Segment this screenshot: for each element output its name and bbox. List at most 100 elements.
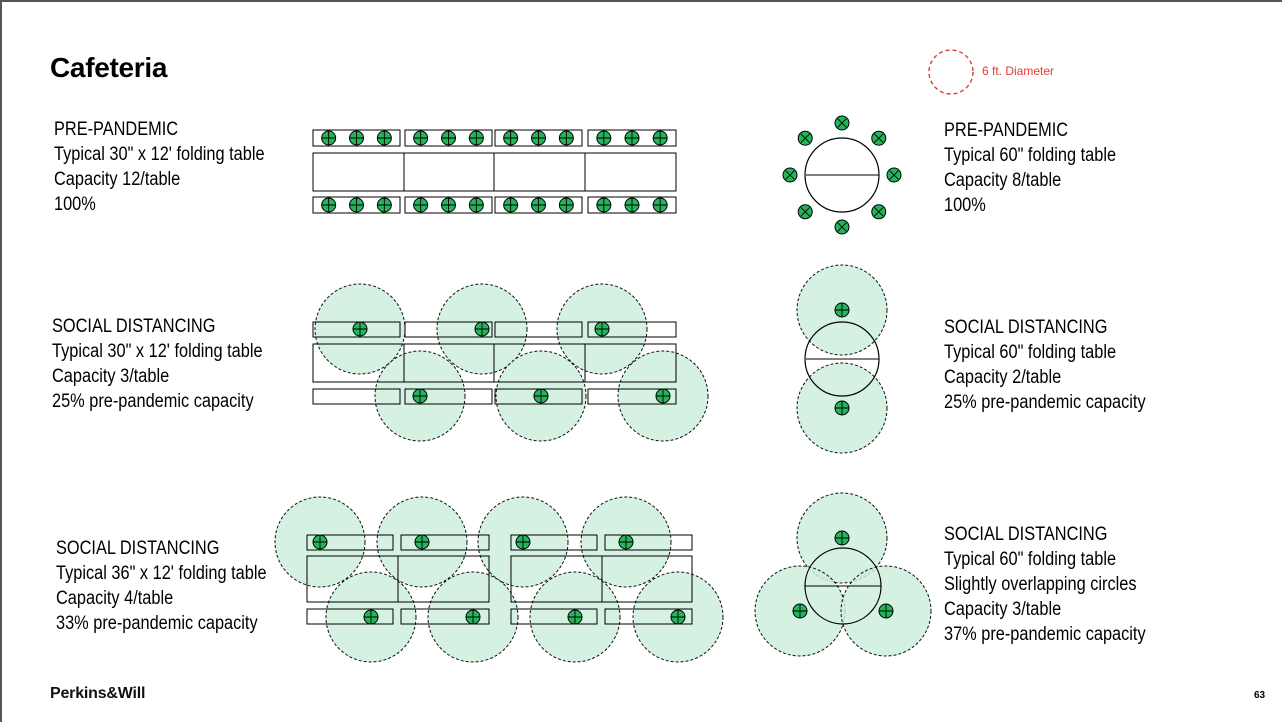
seat-cross (837, 118, 847, 128)
seat-cross (469, 198, 484, 212)
seat-icon (515, 534, 531, 550)
seat-cross (377, 198, 392, 212)
tables-layer (306, 129, 882, 625)
rect-pre-percent: 100% (54, 194, 96, 215)
seat-cross (874, 133, 884, 143)
seat-cross (321, 131, 336, 145)
seat-icon (465, 609, 481, 625)
bench-bottom (312, 196, 401, 214)
round-sd2-heading: SOCIAL DISTANCING (944, 524, 1108, 545)
seat-icon (782, 167, 798, 183)
seat-icon (624, 197, 640, 213)
seat-cross (475, 322, 489, 336)
seat-cross (595, 322, 609, 336)
bench-bottom (306, 608, 394, 625)
seat-cross (835, 531, 849, 545)
seat-icon (834, 115, 850, 131)
bench-top (306, 534, 394, 551)
seat-cross (531, 131, 546, 145)
seat-cross (469, 131, 484, 145)
rect-sd1-heading: SOCIAL DISTANCING (52, 316, 216, 337)
bench-top (404, 321, 493, 338)
seat-icon (567, 609, 583, 625)
seat-cross (653, 198, 668, 212)
seat-cross (879, 604, 893, 618)
page-title: Cafeteria (50, 52, 168, 83)
bench-top (587, 129, 677, 147)
seat-icon (558, 130, 574, 146)
seat-icon (531, 197, 546, 213)
seat-icon (503, 130, 519, 146)
seat-cross (835, 401, 849, 415)
seat-icon (797, 130, 813, 146)
round-pre-table-type: Typical 60" folding table (944, 145, 1117, 166)
seat-icon (652, 197, 668, 213)
bench-top (494, 129, 583, 147)
seat-icon (834, 400, 850, 416)
seat-cross (441, 131, 456, 145)
seat-icon (792, 603, 808, 619)
seat-icon (531, 130, 546, 146)
seat-cross (837, 222, 847, 232)
seats-layer (312, 115, 902, 625)
seat-icon (670, 609, 686, 625)
seat-icon (834, 302, 850, 318)
seat-icon (468, 197, 484, 213)
rect-sd2-heading: SOCIAL DISTANCING (56, 538, 220, 559)
bench-top (312, 321, 401, 338)
seat-cross (619, 535, 633, 549)
seat-icon (349, 197, 364, 213)
seat-icon (413, 197, 429, 213)
bench-bottom (312, 388, 401, 405)
seat-icon (655, 388, 671, 404)
bench-bottom (404, 388, 493, 405)
seat-cross (671, 610, 685, 624)
seat-cross (568, 610, 582, 624)
seat-icon (503, 197, 519, 213)
rect-pre-text: PRE-PANDEMIC Typical 30" x 12' folding t… (54, 117, 265, 217)
seat-icon (533, 388, 549, 404)
seat-cross (364, 610, 378, 624)
seat-icon (376, 130, 392, 146)
round-pre-heading: PRE-PANDEMIC (944, 120, 1069, 141)
bench-top (510, 534, 598, 551)
bench-top (587, 321, 677, 338)
rect-sd2-text: SOCIAL DISTANCING Typical 36" x 12' fold… (56, 536, 267, 636)
page-number: 63 (1254, 690, 1266, 701)
rect-sd2-table-type: Typical 36" x 12' folding table (56, 563, 267, 584)
seat-icon (352, 321, 368, 337)
round-sd1-table-type: Typical 60" folding table (944, 342, 1117, 363)
seat-icon (834, 530, 850, 546)
seat-cross (413, 198, 428, 212)
bench-bottom (587, 388, 677, 405)
round-sd1-heading: SOCIAL DISTANCING (944, 317, 1108, 338)
seat-icon (871, 204, 887, 220)
seat-cross (653, 131, 668, 145)
rect-sd2-capacity: Capacity 4/table (56, 588, 174, 609)
seat-cross (353, 322, 367, 336)
seat-cross (349, 131, 364, 145)
legend-circle (928, 49, 974, 95)
seat-cross (313, 535, 327, 549)
seat-icon (797, 204, 813, 220)
round-sd1-percent: 25% pre-pandemic capacity (944, 392, 1146, 413)
seat-icon (618, 534, 634, 550)
seat-icon (412, 388, 428, 404)
seat-icon (441, 197, 456, 213)
seat-cross (559, 131, 574, 145)
round-sd2-text: SOCIAL DISTANCING Typical 60" folding ta… (944, 522, 1146, 647)
bench-bottom (494, 196, 583, 214)
seat-icon (878, 603, 894, 619)
rect-sd1-capacity: Capacity 3/table (52, 366, 170, 387)
seat-icon (474, 321, 490, 337)
seat-cross (441, 198, 456, 212)
seat-icon (414, 534, 430, 550)
seat-icon (624, 130, 640, 146)
rect-pre-table-type: Typical 30" x 12' folding table (54, 144, 265, 165)
round-pre-percent: 100% (944, 195, 986, 216)
seat-icon (596, 130, 612, 146)
seat-cross (503, 198, 518, 212)
seat-icon (871, 130, 887, 146)
bench-bottom (587, 196, 677, 214)
